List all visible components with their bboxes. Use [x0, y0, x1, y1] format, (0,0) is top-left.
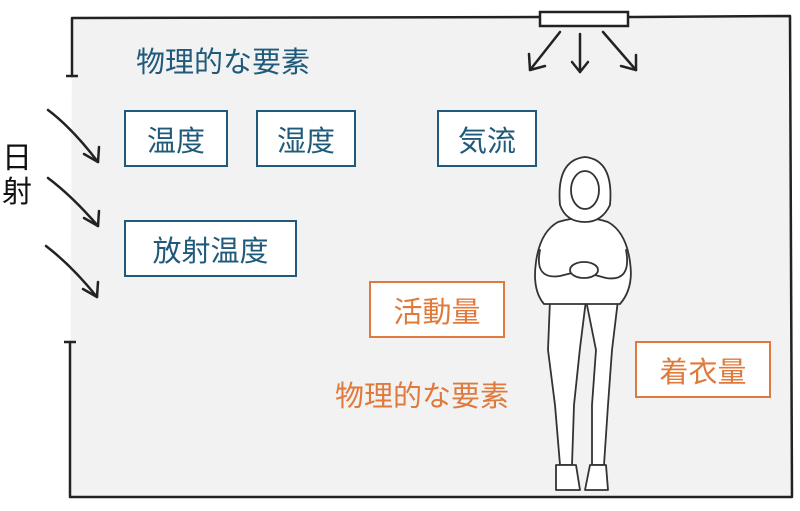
room-wall-outline	[68, 14, 794, 499]
factor-box-humidity: 湿度	[256, 110, 356, 167]
factor-box-airflow: 気流	[437, 110, 537, 167]
factor-box-temperature: 温度	[124, 110, 228, 167]
sunlight-label-char-1: 日	[2, 141, 32, 176]
human-group-title: 物理的な要素	[335, 379, 510, 413]
standing-person-icon	[534, 156, 632, 491]
airflow-arrow-icon	[527, 30, 638, 74]
factor-box-clothing: 着衣量	[635, 341, 771, 398]
ceiling-vent-icon	[538, 10, 630, 28]
factor-box-activity: 活動量	[369, 281, 505, 338]
physical-group-title: 物理的な要素	[136, 45, 311, 79]
sunlight-label-char-2: 射	[2, 175, 32, 210]
factor-box-radiant-temperature: 放射温度	[124, 220, 297, 277]
room-floor-area	[70, 16, 792, 497]
sun-ray-arrow-icon	[44, 108, 101, 299]
